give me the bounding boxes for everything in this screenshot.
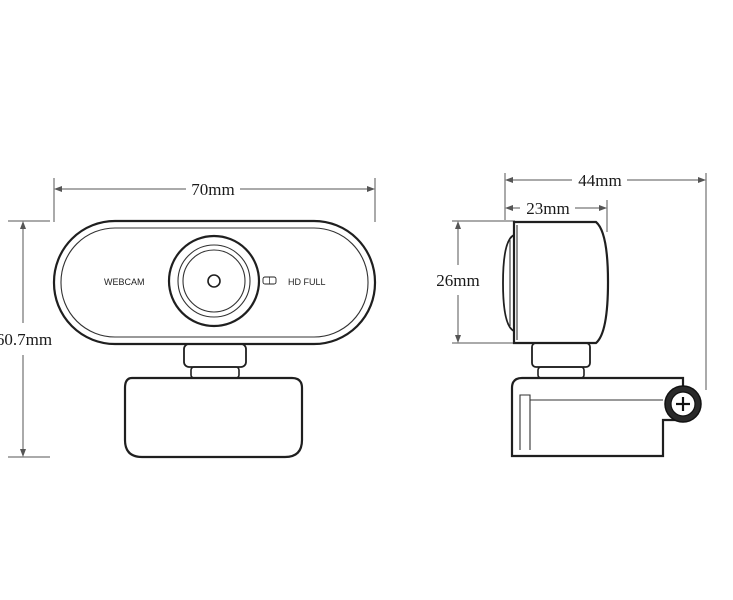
body-height-dimension: 26mm — [436, 220, 515, 344]
camera-body-side — [502, 220, 610, 345]
body-depth-dimension: 23mm — [505, 199, 608, 232]
hd-full-text: HD FULL — [288, 277, 326, 287]
webcam-text: WEBCAM — [104, 277, 145, 287]
hd-logo-icon — [262, 276, 277, 285]
width-dimension: 70mm — [53, 178, 376, 222]
adjustment-knob-icon — [664, 385, 702, 423]
total-depth-label: 44mm — [578, 171, 621, 190]
height-dimension: 60.7mm — [0, 220, 52, 458]
body-height-label: 26mm — [436, 271, 479, 290]
height-label: 60.7mm — [0, 330, 52, 349]
front-view: 70mm 60.7mm WEBCAM — [0, 178, 377, 459]
lens — [167, 234, 261, 328]
base-clip-front — [123, 376, 304, 459]
side-view: 44mm 23mm 26mm — [436, 171, 707, 458]
width-label: 70mm — [191, 180, 234, 199]
hinge-side — [531, 342, 591, 379]
body-depth-label: 23mm — [526, 199, 569, 218]
total-depth-dimension: 44mm — [504, 171, 707, 390]
hinge-front — [183, 343, 247, 379]
base-clip-side — [510, 376, 685, 458]
